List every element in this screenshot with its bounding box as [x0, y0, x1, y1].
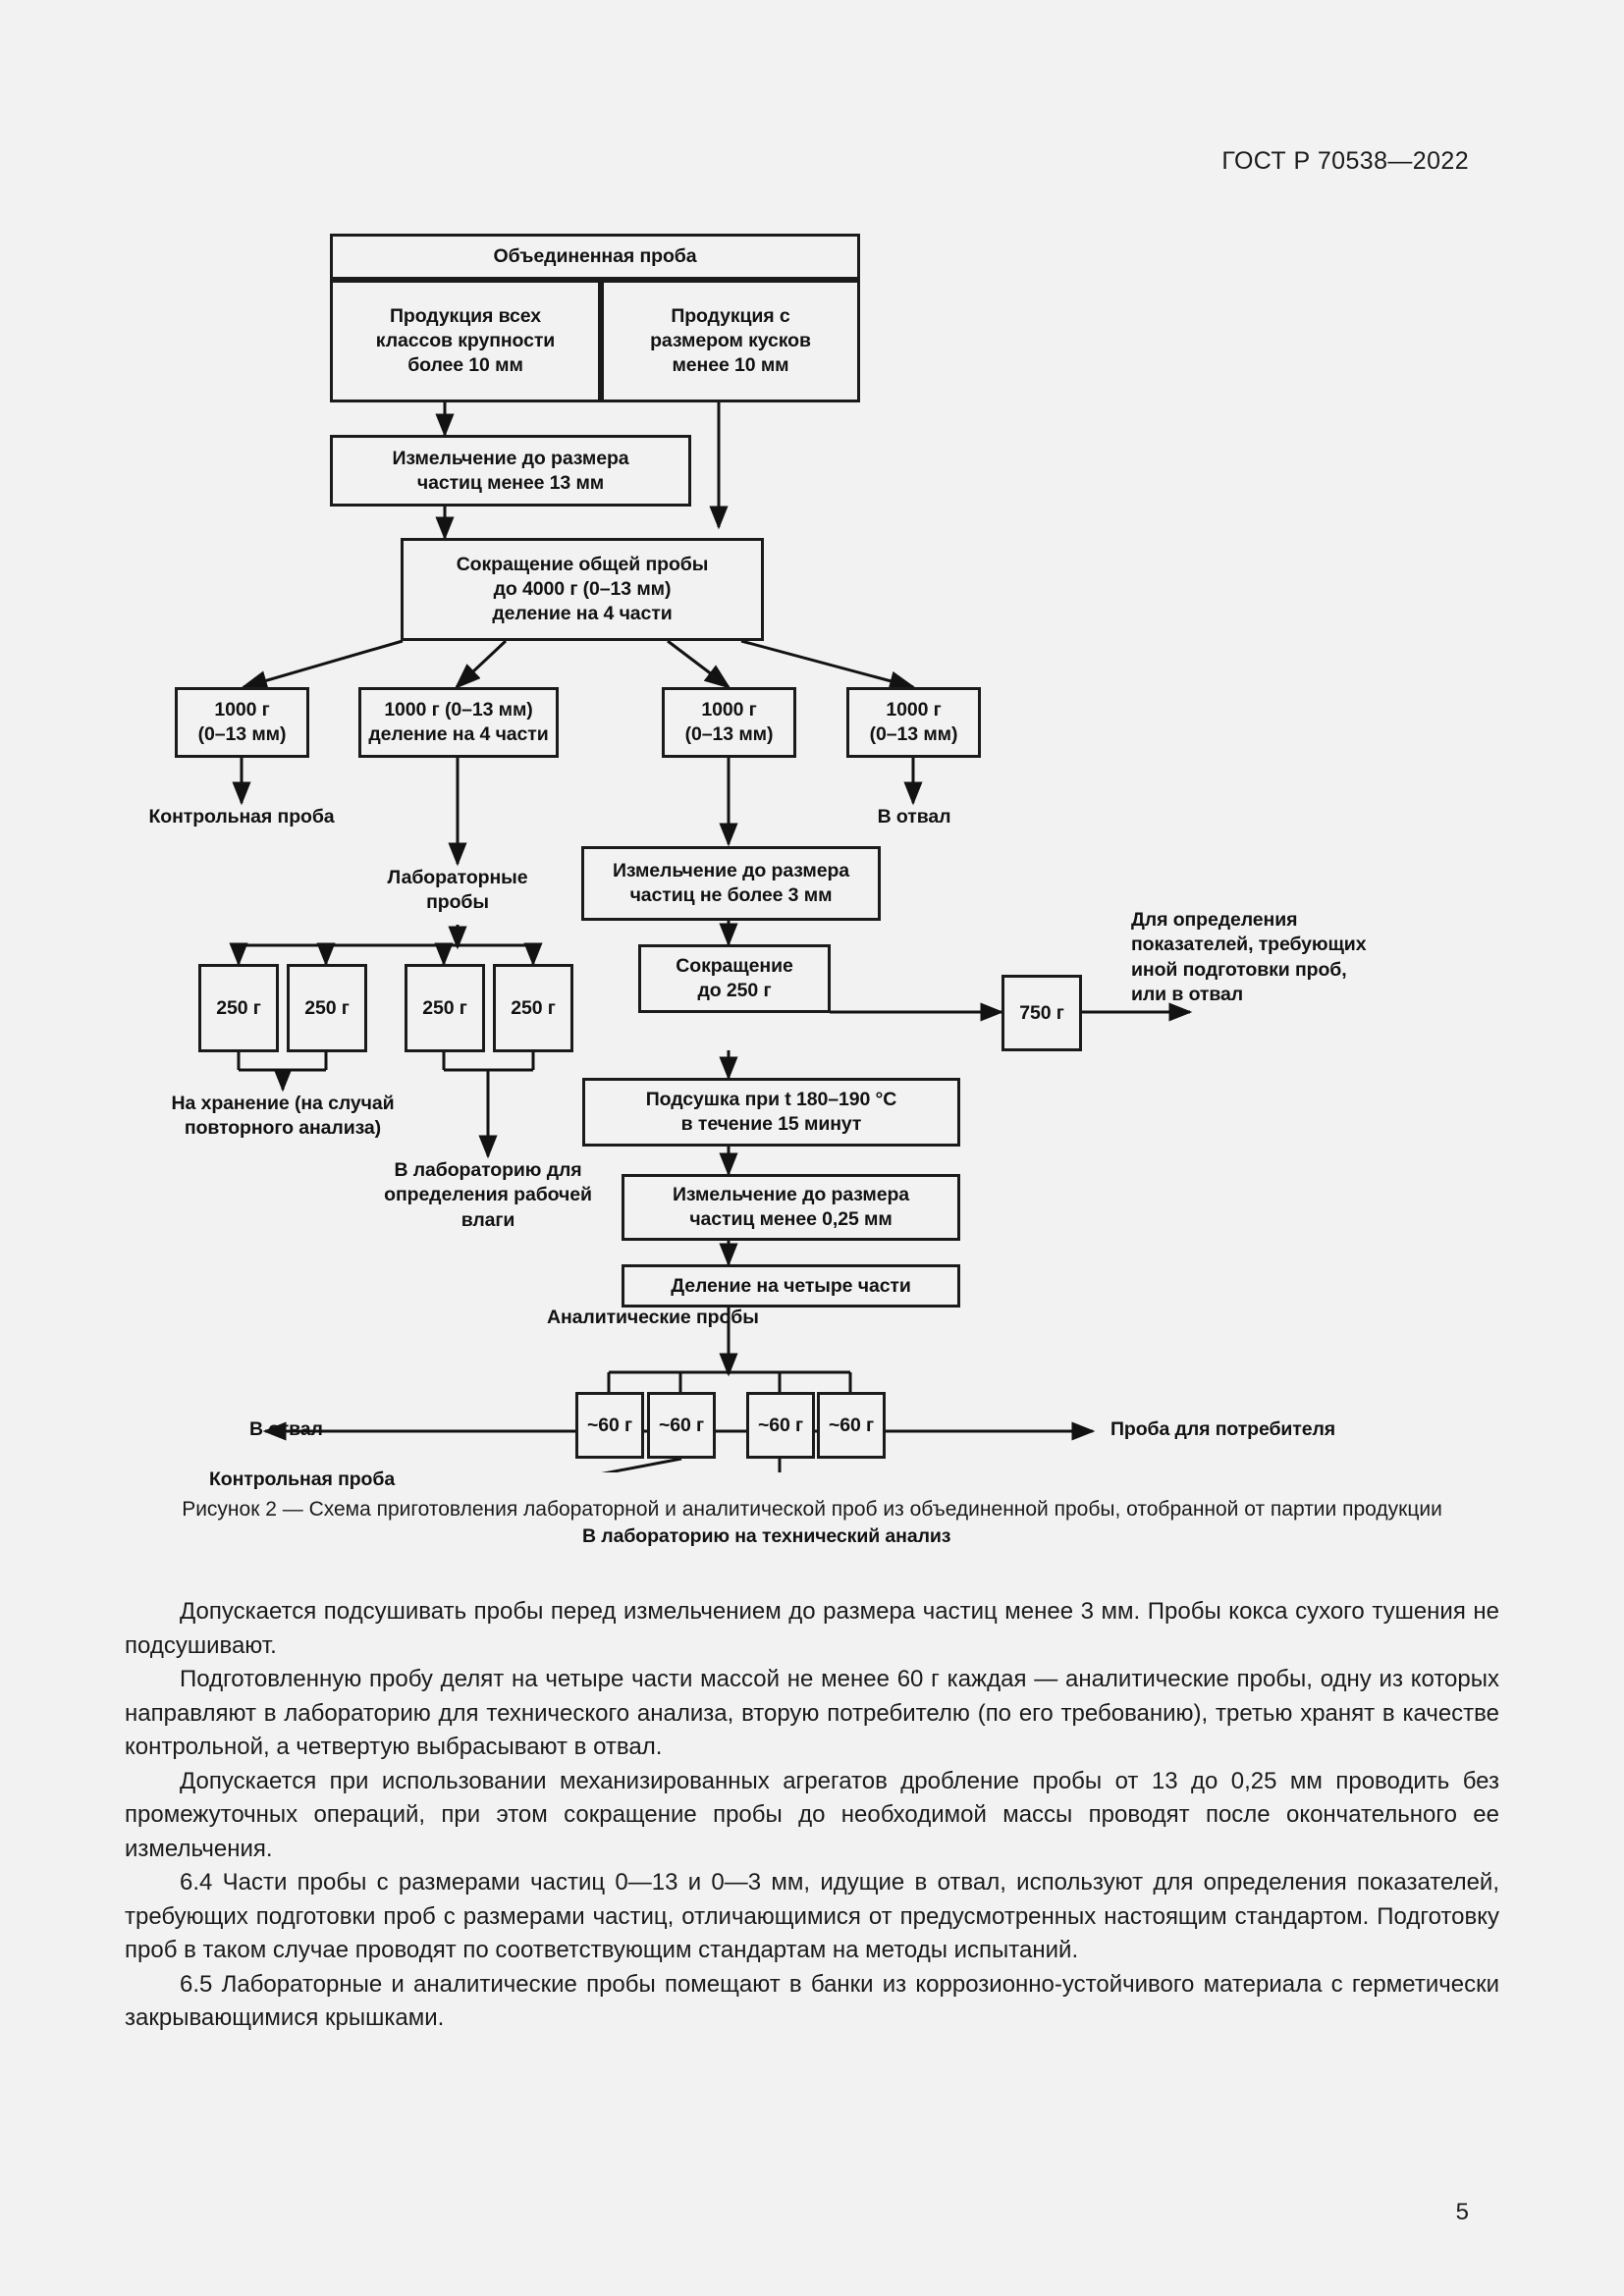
- box-combined-sample: Объединенная проба: [330, 234, 860, 280]
- label-to-lab-moisture: В лабораторию для определения рабочей вл…: [384, 1159, 592, 1231]
- box-1000g-dump: 1000 г (0–13 мм): [846, 687, 981, 758]
- label-to-dump-bottom: В отвал: [249, 1418, 323, 1440]
- box-drying: Подсушка при t 180–190 °C в течение 15 м…: [582, 1078, 960, 1147]
- box-60g-3: ~60 г: [746, 1392, 815, 1459]
- label-for-storage: На хранение (на случай повторного анализ…: [171, 1093, 395, 1140]
- box-reduce-to-4000g: Сокращение общей пробы до 4000 г (0–13 м…: [401, 538, 764, 641]
- box-60g-4: ~60 г: [817, 1392, 886, 1459]
- box-750g: 750 г: [1001, 975, 1082, 1051]
- label-control-sample-bottom: Контрольная проба: [209, 1468, 396, 1490]
- box-250g-4: 250 г: [493, 964, 573, 1052]
- box-crush-to-025mm: Измельчение до размера частиц менее 0,25…: [622, 1174, 960, 1241]
- label-consumer-sample: Проба для потребителя: [1110, 1418, 1336, 1440]
- paragraph-clause-6-5: 6.5 Лабораторные и аналитические пробы п…: [125, 1970, 1499, 2032]
- box-divide-four-parts: Деление на четыре части: [622, 1264, 960, 1308]
- label-lab-samples: Лабораторные пробы: [387, 867, 528, 914]
- figure-2-flowchart: Объединенная проба Продукция всех классо…: [148, 234, 1367, 1547]
- box-reduce-to-250g: Сокращение до 250 г: [638, 944, 831, 1013]
- box-60g-1: ~60 г: [575, 1392, 644, 1459]
- label-to-dump-top: В отвал: [877, 806, 951, 828]
- paragraph-2: Подготовленную пробу делят на четыре час…: [125, 1666, 1499, 1760]
- box-250g-1: 250 г: [198, 964, 279, 1052]
- box-product-under-10mm: Продукция с размером кусков менее 10 мм: [601, 280, 860, 402]
- label-control-sample-top: Контрольная проба: [148, 806, 335, 828]
- page-header-standard-code: ГОСТ Р 70538—2022: [1221, 147, 1469, 175]
- label-for-determination: Для определения показателей, требующих и…: [1131, 909, 1367, 1006]
- box-1000g-analysis: 1000 г (0–13 мм): [662, 687, 796, 758]
- box-crush-to-13mm: Измельчение до размера частиц менее 13 м…: [330, 435, 691, 507]
- box-1000g-control: 1000 г (0–13 мм): [175, 687, 309, 758]
- paragraph-clause-6-4: 6.4 Части пробы с размерами частиц 0—13 …: [125, 1869, 1499, 1963]
- box-1000g-divide-4: 1000 г (0–13 мм) деление на 4 части: [358, 687, 559, 758]
- body-text: Допускается подсушивать пробы перед изме…: [125, 1595, 1499, 2036]
- box-product-all-classes: Продукция всех классов крупности более 1…: [330, 280, 601, 402]
- label-to-lab-technical: В лабораторию на технический анализ: [582, 1525, 951, 1547]
- box-crush-to-3mm: Измельчение до размера частиц не более 3…: [581, 846, 881, 921]
- flowchart-connectors: [229, 402, 1193, 1472]
- box-250g-3: 250 г: [405, 964, 485, 1052]
- box-250g-2: 250 г: [287, 964, 367, 1052]
- paragraph-1: Допускается подсушивать пробы перед изме…: [125, 1598, 1499, 1659]
- page-number: 5: [1455, 2199, 1469, 2225]
- figure-caption: Рисунок 2 — Схема приготовления лаборато…: [182, 1498, 1442, 1521]
- label-analytical-samples: Аналитические пробы: [547, 1307, 759, 1328]
- paragraph-3: Допускается при использовании механизиро…: [125, 1767, 1499, 1862]
- box-60g-2: ~60 г: [647, 1392, 716, 1459]
